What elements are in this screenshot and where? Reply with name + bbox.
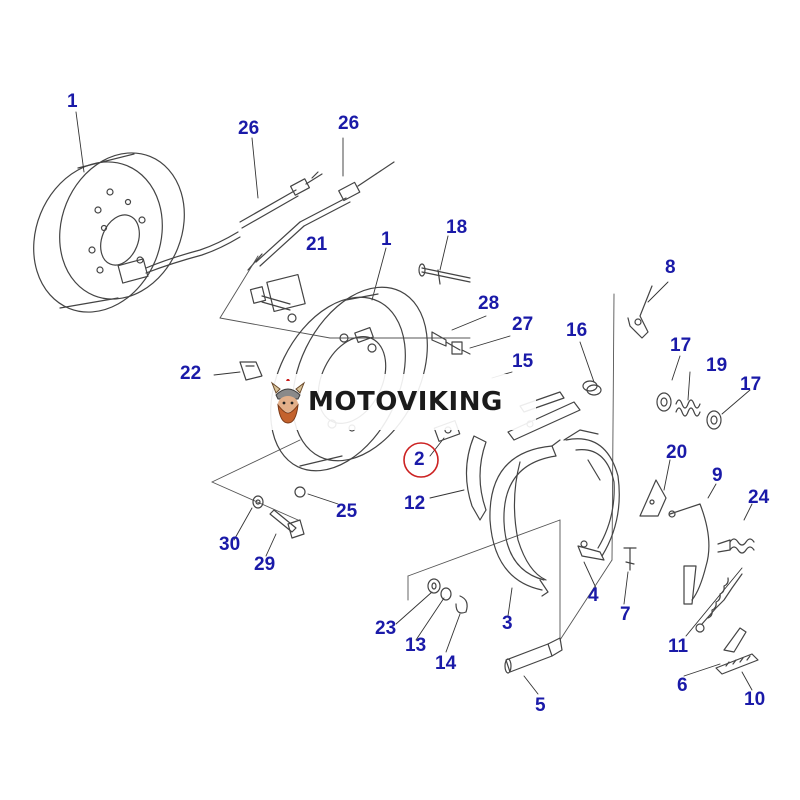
bolt-5 xyxy=(504,637,563,674)
label-part-16: 16 xyxy=(566,320,588,341)
label-part-21: 21 xyxy=(306,234,328,255)
spring-11 xyxy=(695,573,743,633)
bleeder-27-28 xyxy=(431,331,471,355)
label-part-14: 14 xyxy=(435,653,457,674)
label-part-6: 6 xyxy=(677,675,688,696)
label-part-8: 8 xyxy=(665,257,676,278)
label-part-28: 28 xyxy=(478,293,500,314)
assembly-frame-lines xyxy=(211,255,615,641)
label-part-29: 29 xyxy=(254,554,276,575)
pin-16 xyxy=(582,380,602,396)
spring-set-17-19 xyxy=(656,392,722,430)
label-part-9: 9 xyxy=(712,465,723,486)
label-part-2: 2 xyxy=(414,449,425,470)
label-part-22: 22 xyxy=(180,363,202,384)
label-part-13: 13 xyxy=(405,635,427,656)
label-part-20: 20 xyxy=(666,442,688,463)
cable-end-9 xyxy=(668,503,710,605)
plate-20 xyxy=(639,479,667,517)
clip-22 xyxy=(239,361,263,381)
spring-7 xyxy=(623,547,637,571)
label-part-26b: 26 xyxy=(338,113,360,134)
highlight-ring xyxy=(403,442,439,478)
label-part-18: 18 xyxy=(446,217,468,238)
label-part-24: 24 xyxy=(748,487,770,508)
label-part-4: 4 xyxy=(588,585,599,606)
pin-18 xyxy=(418,263,471,285)
watermark-text: MOTOVIKING xyxy=(308,387,503,417)
label-part-25: 25 xyxy=(336,501,358,522)
adjuster-6-10 xyxy=(715,627,759,675)
label-part-26: 26 xyxy=(238,118,260,139)
label-part-3: 3 xyxy=(502,613,513,634)
label-part-11: 11 xyxy=(668,636,689,657)
brake-shoe-4 xyxy=(563,429,620,561)
label-part-17b: 17 xyxy=(740,374,762,395)
label-part-1b: 1 xyxy=(381,229,392,250)
bolt-21 xyxy=(249,273,306,323)
label-part-27: 27 xyxy=(512,314,534,335)
label-part-12: 12 xyxy=(404,493,426,514)
shoe-plate-12 xyxy=(465,435,487,521)
brake-shoe-3 xyxy=(489,439,561,597)
backing-plate-left xyxy=(33,152,241,313)
label-part-23: 23 xyxy=(375,618,397,639)
bolts-25-29-30 xyxy=(252,486,306,539)
spring-24 xyxy=(717,538,755,554)
label-part-10: 10 xyxy=(744,689,766,710)
lever-8 xyxy=(627,285,653,339)
viking-head-icon xyxy=(270,379,306,424)
label-part-15: 15 xyxy=(512,351,534,372)
motoviking-watermark: MOTOVIKING xyxy=(262,374,536,430)
brake-cables xyxy=(239,161,395,271)
label-part-1: 1 xyxy=(67,91,78,112)
label-part-7: 7 xyxy=(620,604,631,625)
label-part-30: 30 xyxy=(219,534,241,555)
label-part-5: 5 xyxy=(535,695,546,716)
label-part-17: 17 xyxy=(670,335,692,356)
label-part-19: 19 xyxy=(706,355,728,376)
leader-lines xyxy=(75,111,753,695)
washers-13-14-23 xyxy=(427,578,468,614)
